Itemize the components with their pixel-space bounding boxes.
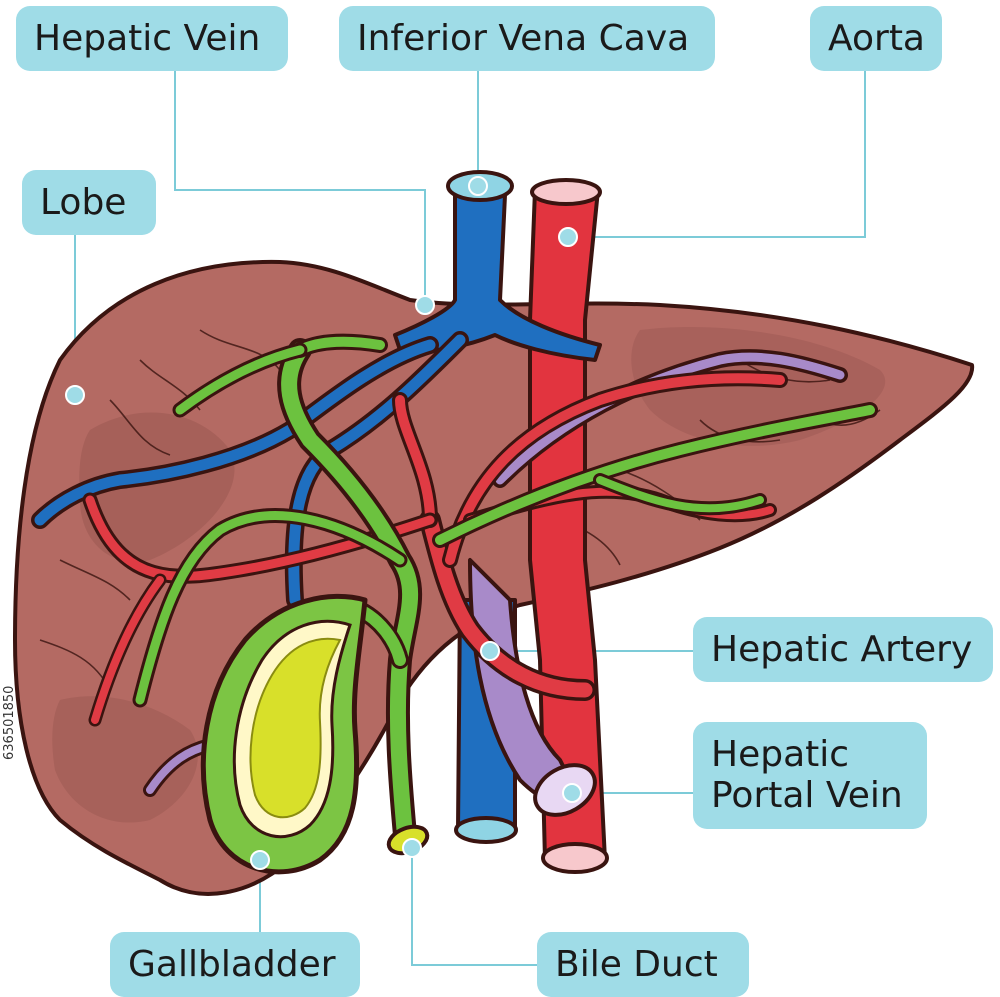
label-lobe: Lobe <box>22 170 156 236</box>
ivc-upper <box>393 193 602 362</box>
label-aorta: Aorta <box>810 6 942 72</box>
leader-hepatic-vein <box>174 62 426 305</box>
label-hepatic-portal-vein-line1: Hepatic <box>711 734 850 775</box>
liver-shade-left <box>79 412 235 562</box>
leader-bile-duct <box>411 848 537 966</box>
label-bile-duct: Bile Duct <box>537 932 749 997</box>
label-inferior-vena-cava: Inferior Vena Cava <box>339 6 715 72</box>
label-gallbladder: Gallbladder <box>110 932 360 997</box>
label-hepatic-vein: Hepatic Vein <box>16 6 288 72</box>
portal-vein-system <box>143 349 848 817</box>
label-hepatic-portal-vein-line2: Portal Vein <box>711 775 903 817</box>
label-hepatic-artery: Hepatic Artery <box>693 617 993 683</box>
stock-id-watermark: 636501850 <box>2 685 17 760</box>
gallbladder <box>200 593 368 875</box>
aorta-top-opening <box>530 178 602 206</box>
leader-aorta <box>568 62 866 238</box>
label-hepatic-portal-vein: Hepatic Portal Vein <box>693 722 927 829</box>
ivc-bottom-opening <box>454 816 518 844</box>
aorta-bottom-opening <box>541 842 609 874</box>
liver-shade-lower <box>52 696 198 823</box>
leader-dots <box>65 176 582 870</box>
gallbladder-bile <box>249 637 342 819</box>
